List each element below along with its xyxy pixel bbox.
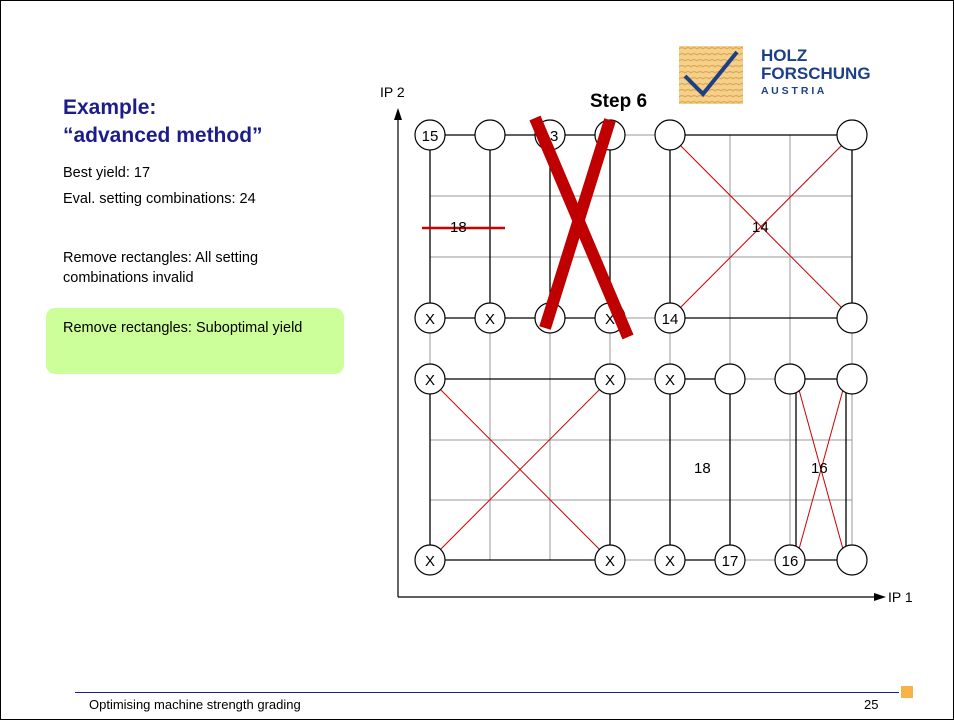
rect-value-3: 18 [694,460,711,477]
eval-combinations-text: Eval. setting combinations: 24 [63,191,256,207]
x-axis-arrow [874,593,886,601]
node [414,119,446,151]
node-label: X [605,372,615,389]
node [774,363,806,395]
node [654,302,686,334]
node-label: X [605,311,615,328]
node [594,544,626,576]
logo-line-3: A U S T R I A [761,85,825,97]
footer-square [901,686,913,698]
node [474,119,506,151]
node [836,119,868,151]
y-axis-label: IP 2 [380,84,405,100]
node [414,363,446,395]
node [414,544,446,576]
node-label: X [425,553,435,570]
node-labels: 15 13 X X X 14 X X X X X X 17 16 [422,128,799,570]
rect-value-1: 18 [450,219,467,236]
node [714,363,746,395]
logo-line-1: HOLZ [761,46,808,65]
node-label: X [605,553,615,570]
red-cross-lines [429,134,853,561]
step-label: Step 6 [590,91,647,112]
node-label: X [425,372,435,389]
node [594,363,626,395]
node-label: X [665,553,675,570]
logo-wave-icon [679,46,743,104]
page-number: 25 [864,697,879,712]
node-label: 17 [722,553,739,570]
remove-invalid-text: Remove rectangles: All setting combinati… [63,250,259,286]
node-label: 14 [662,311,679,328]
node-label: X [485,311,495,328]
node [836,544,868,576]
footer-divider [75,692,899,693]
best-yield-text: Best yield: 17 [63,165,151,181]
axes: IP 2 IP 1 [380,84,913,605]
holzforschung-logo: HOLZ FORSCHUNG A U S T R I A [679,46,909,106]
node [654,544,686,576]
x-axis-label: IP 1 [888,589,913,605]
node [836,363,868,395]
logo-line-2: FORSCHUNG [761,64,871,83]
node [474,302,506,334]
title-line-2: “advanced method” [63,124,263,147]
node [414,302,446,334]
node-label: 15 [422,128,439,145]
suboptimal-callout [46,308,344,374]
rect-value-4: 16 [811,460,828,477]
title-line-1: Example: [63,96,157,119]
node [774,544,806,576]
node [836,302,868,334]
rect-value-2: 14 [752,219,769,236]
remove-suboptimal-text: Remove rectangles: Suboptimal yield [63,320,303,336]
node [654,363,686,395]
node [654,119,686,151]
footer-text: Optimising machine strength grading [89,697,301,712]
big-red-x [529,115,634,340]
y-axis-arrow [394,108,402,120]
node-label: 16 [782,553,799,570]
node [714,544,746,576]
slide-title: Example: “advanced method” [63,94,363,150]
node-label: X [665,372,675,389]
node-label: X [425,311,435,328]
nodes [414,119,868,576]
rect-values: 18 14 18 16 [450,219,828,477]
